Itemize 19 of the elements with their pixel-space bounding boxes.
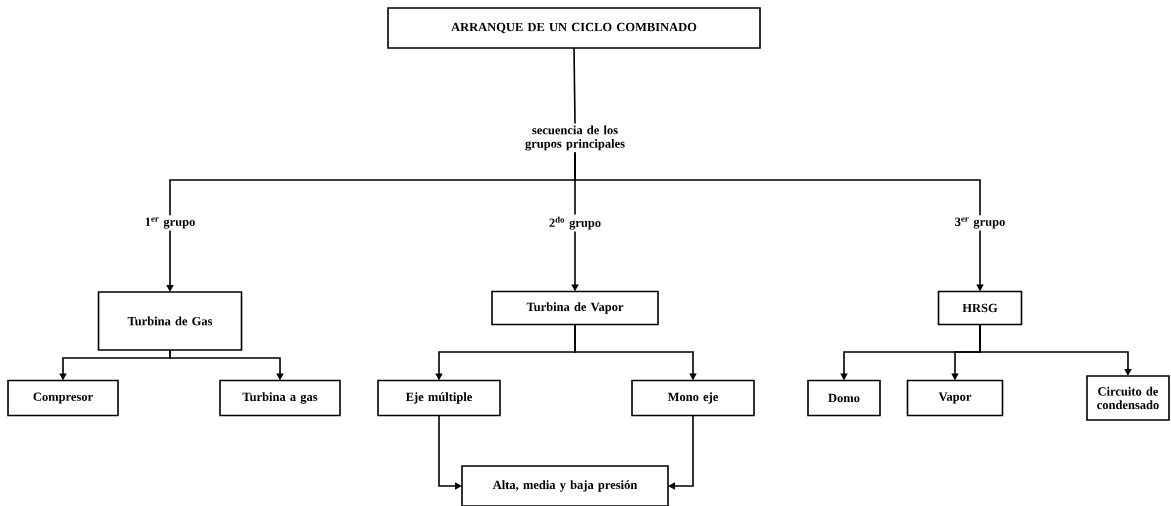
group-label: 3$^{er}$ grupo	[955, 217, 1005, 229]
process-box: Eje múltiple	[377, 379, 501, 417]
group-label: 1$^{er}$ grupo	[145, 217, 195, 229]
process-box: HRSG	[937, 290, 1023, 326]
process-box: Turbina de Gas	[97, 291, 243, 351]
title-box: ARRANQUE DE UN CICLO COMBINADO	[387, 7, 761, 49]
group-label: secuencia de los grupos principales	[525, 125, 625, 151]
process-box: Turbina de Vapor	[491, 290, 659, 326]
process-box: Circuito de condensado	[1086, 375, 1170, 421]
group-label: 2$^{do}$ grupo	[549, 216, 601, 230]
process-box: Mono eje	[631, 379, 755, 417]
connector-line	[573, 47, 576, 125]
connector-line	[574, 151, 981, 217]
process-box: Turbina a gas	[219, 379, 341, 417]
process-box: Domo	[807, 379, 881, 417]
arrow	[438, 414, 462, 490]
process-box: Alta, media y baja presión	[461, 465, 669, 506]
process-box: Compresor	[7, 379, 119, 417]
process-box: Vapor	[906, 379, 1004, 417]
